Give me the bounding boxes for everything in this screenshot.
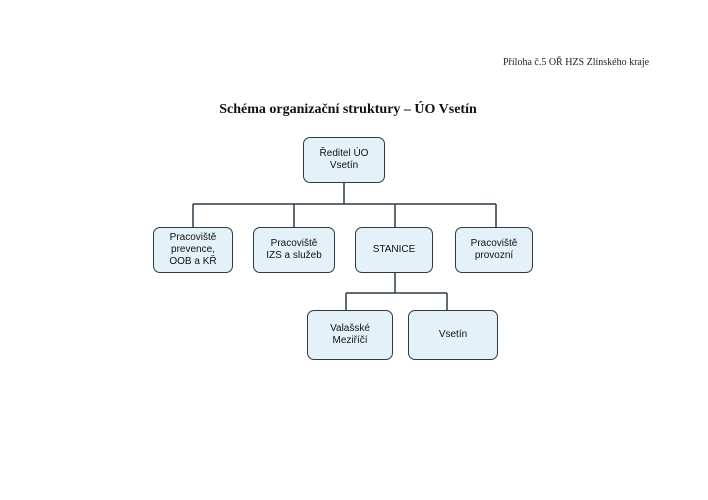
org-box-valasske-mezirici: Valašské Meziříčí [307,310,393,360]
document-header: Příloha č.5 OŘ HZS Zlínského kraje [503,57,650,68]
org-box-prevence: Pracoviště prevence, OOB a KŘ [153,227,233,273]
org-box-vsetin: Vsetín [408,310,498,360]
org-box-director: Ředitel ÚO Vsetín [303,137,385,183]
org-box-stanice: STANICE [355,227,433,273]
org-box-provozni: Pracoviště provozní [455,227,533,273]
page-title: Schéma organizační struktury – ÚO Vsetín [0,102,708,118]
title-text: Schéma organizační struktury – ÚO Vsetín [219,102,477,117]
org-box-izs: Pracoviště IZS a služeb [253,227,335,273]
